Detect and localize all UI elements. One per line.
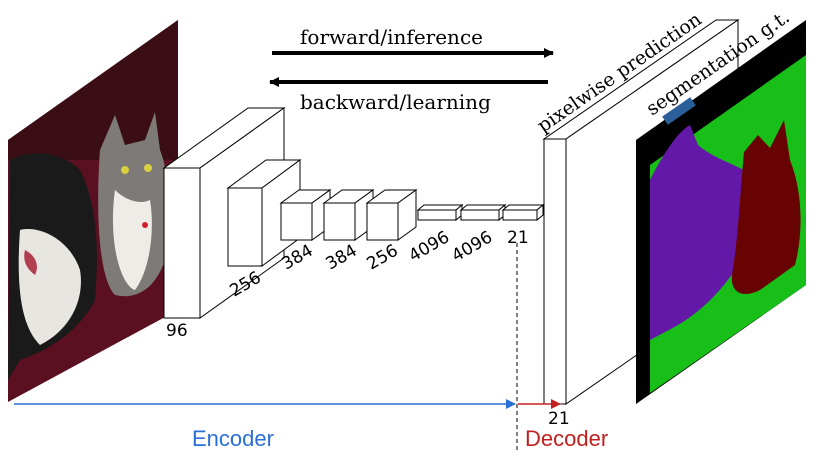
forward-arrow: forward/inference — [272, 25, 554, 58]
decoder-label: Decoder — [525, 426, 608, 451]
layer-fc6-box — [416, 203, 464, 222]
layer-score-box — [501, 203, 545, 222]
encoder-label: Encoder — [192, 426, 274, 451]
gt-label-patch — [662, 97, 696, 125]
layer-label-384-b: 384 — [323, 241, 361, 275]
layer-conv4-box — [322, 189, 375, 241]
layer-label-4096-b: 4096 — [449, 227, 496, 266]
forward-label: forward/inference — [300, 25, 483, 49]
layer-conv3-box — [279, 189, 332, 241]
layer-label-21-output: 21 — [548, 409, 570, 429]
backward-label: backward/learning — [300, 90, 491, 114]
layer-label-4096-a: 4096 — [406, 227, 453, 266]
backward-arrow: backward/learning — [269, 77, 548, 114]
layer-conv5-box — [365, 189, 418, 241]
layer-label-96: 96 — [166, 321, 188, 341]
layer-label-21-score: 21 — [507, 228, 529, 248]
input-image — [8, 20, 178, 402]
segmentation-gt-image — [636, 20, 806, 404]
layer-fc7-box — [459, 203, 507, 222]
layer-label-256-b: 256 — [364, 241, 402, 275]
